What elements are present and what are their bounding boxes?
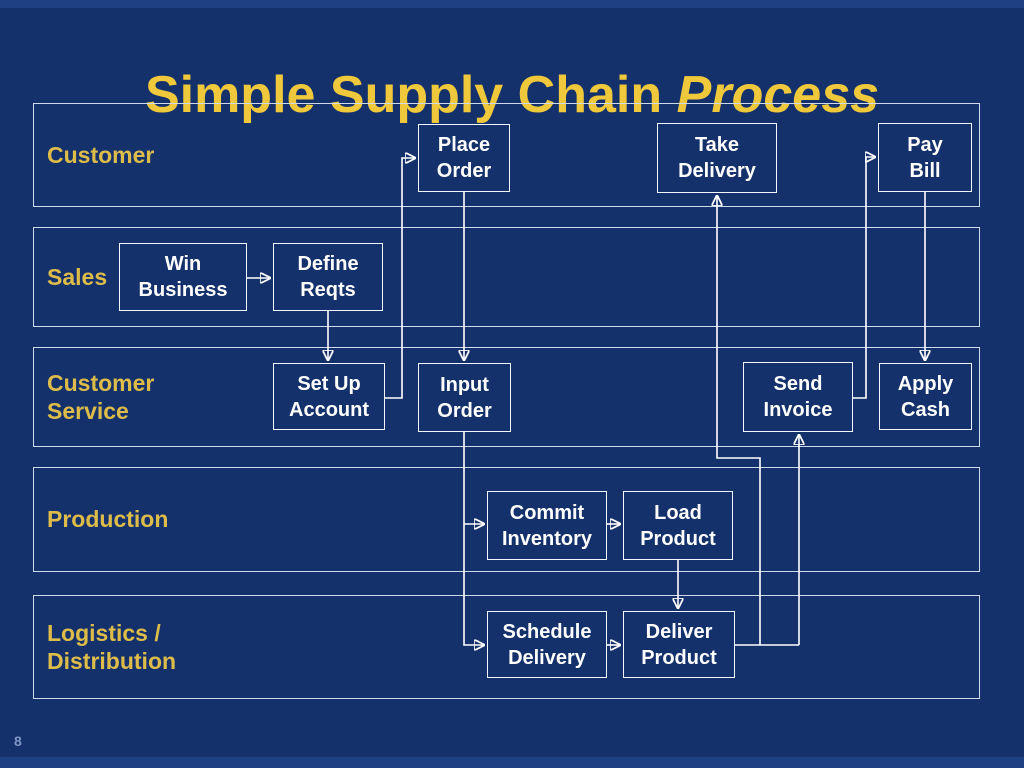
- process-box-send-invoice: Send Invoice: [743, 362, 853, 432]
- lane-sales: Sales: [33, 227, 980, 327]
- page-number: 8: [14, 733, 22, 749]
- lane-production: Production: [33, 467, 980, 572]
- lane-logistics-distribution-label: Logistics / Distribution: [47, 619, 177, 674]
- slide-title-main: Simple Supply Chain: [144, 65, 663, 124]
- process-box-load-product: Load Product: [623, 491, 733, 560]
- lane-customer-service: Customer Service: [33, 347, 980, 447]
- process-box-schedule-delivery: Schedule Delivery: [487, 611, 607, 678]
- lane-customer-service-label: Customer Service: [47, 369, 155, 424]
- lane-customer: Customer: [33, 103, 980, 207]
- process-box-define-reqts: Define Reqts: [273, 243, 383, 311]
- process-box-pay-bill: Pay Bill: [878, 123, 972, 192]
- lane-sales-label: Sales: [47, 263, 108, 290]
- process-box-deliver-product: Deliver Product: [623, 611, 735, 678]
- slide-title-emphasis: Process: [676, 65, 880, 124]
- slide-bottom-edge: [0, 757, 1024, 768]
- process-box-set-up-account: Set Up Account: [273, 363, 385, 430]
- process-box-apply-cash: Apply Cash: [879, 363, 972, 430]
- process-box-win-business: Win Business: [119, 243, 247, 311]
- process-box-take-delivery: Take Delivery: [657, 123, 777, 193]
- lane-customer-label: Customer: [47, 141, 155, 168]
- lane-logistics-distribution: Logistics / Distribution: [33, 595, 980, 699]
- process-box-input-order: Input Order: [418, 363, 511, 432]
- lane-production-label: Production: [47, 506, 169, 533]
- slide-top-edge: [0, 0, 1024, 8]
- process-box-commit-inventory: Commit Inventory: [487, 491, 607, 560]
- process-box-place-order: Place Order: [418, 124, 510, 192]
